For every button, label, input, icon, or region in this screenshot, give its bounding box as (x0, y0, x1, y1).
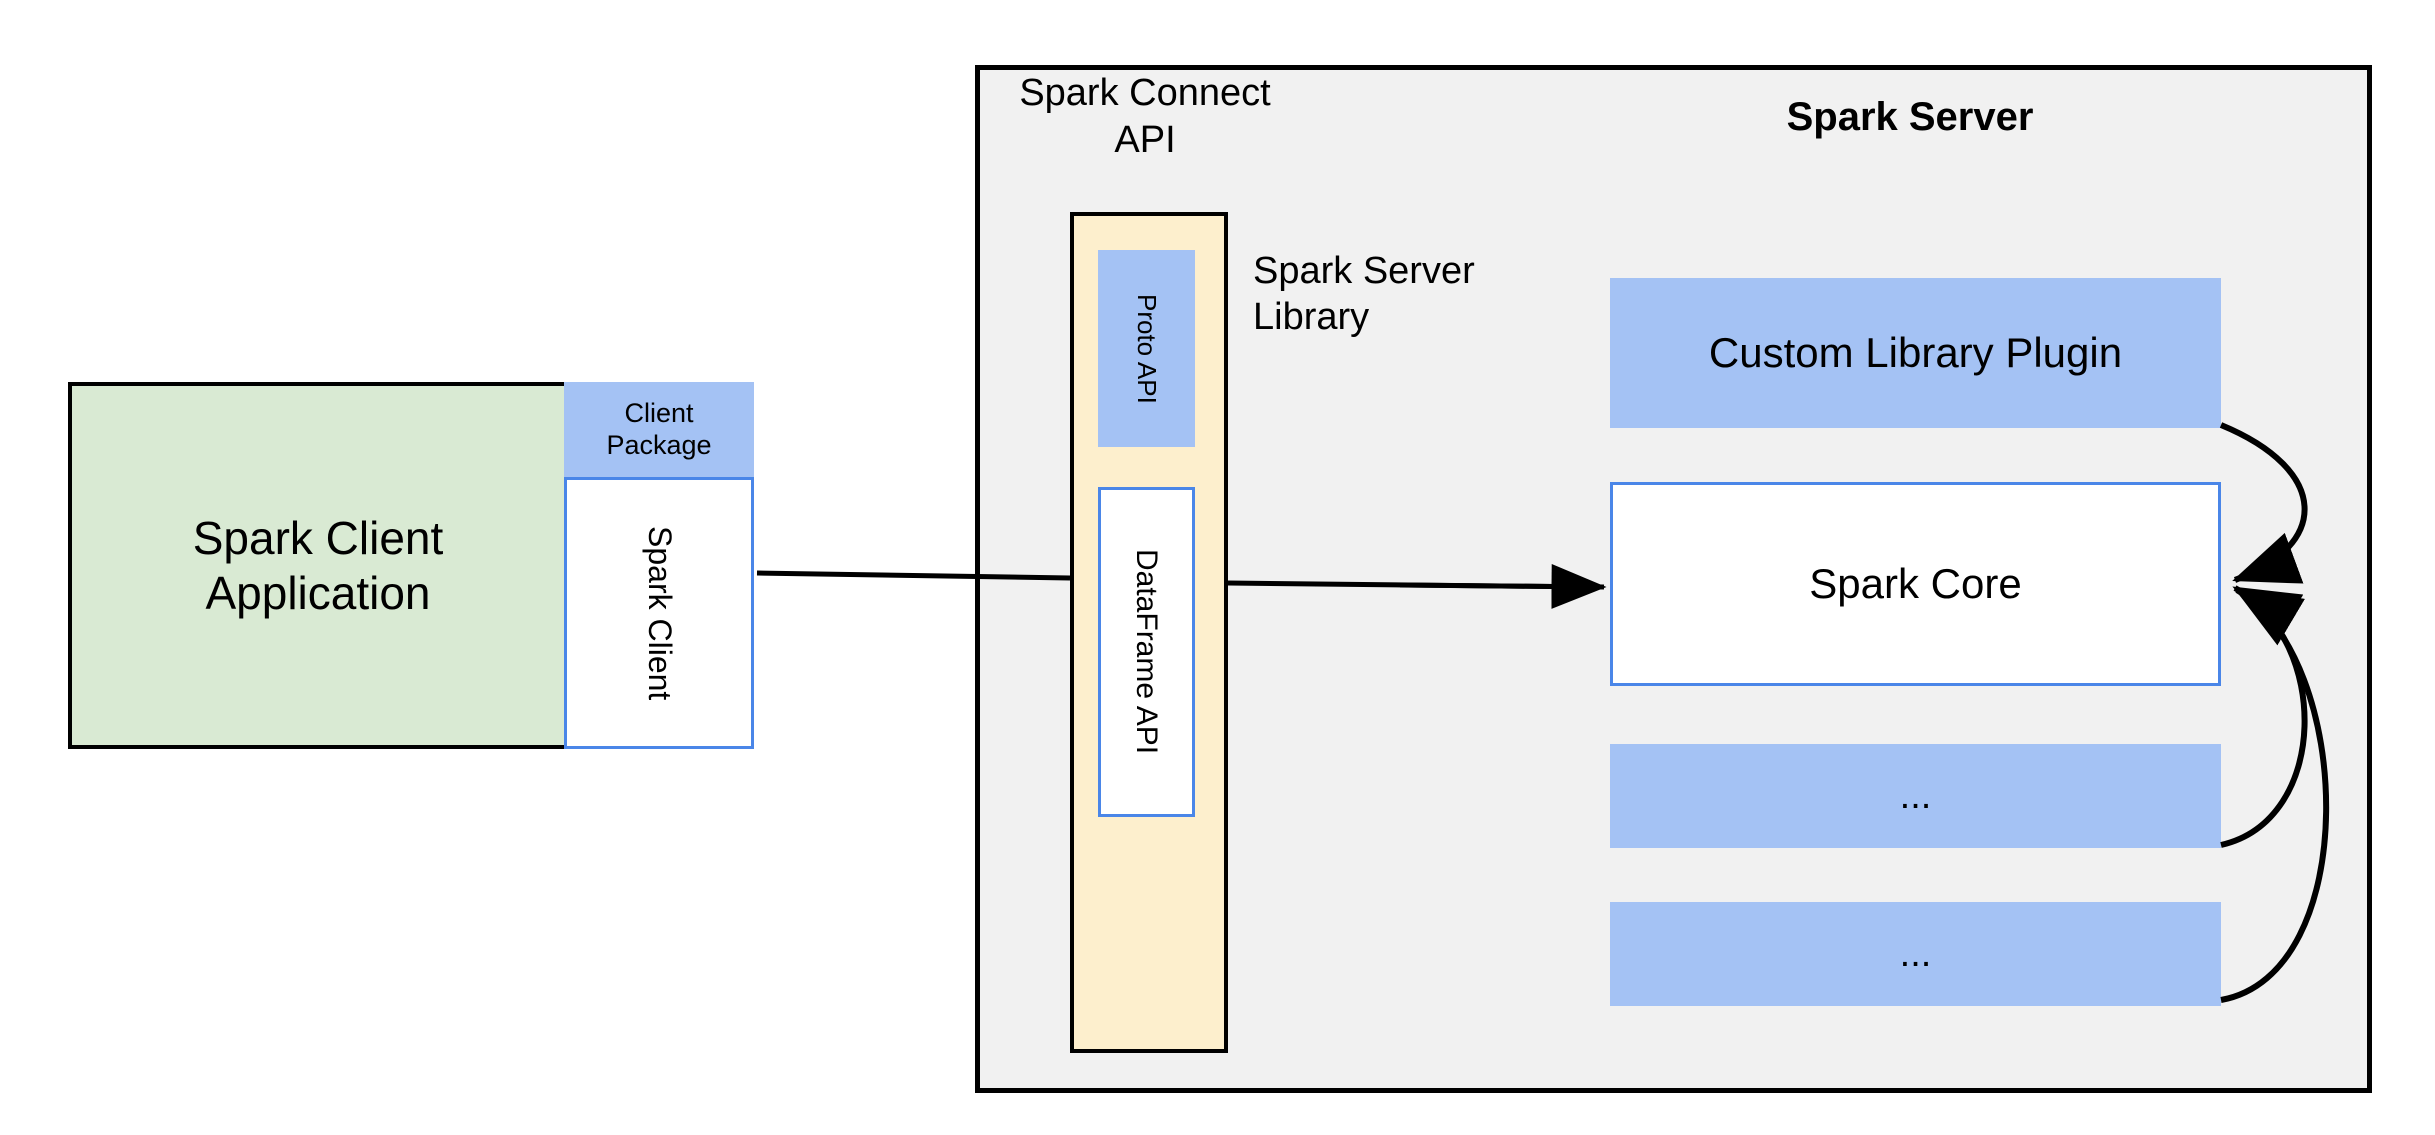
spark-core-box[interactable]: Spark Core (1610, 482, 2221, 686)
spark-client-box[interactable]: Spark Client (564, 477, 754, 749)
spark-server-library-label: Spark Server Library (1253, 248, 1553, 341)
custom-library-plugin-box[interactable]: Custom Library Plugin (1610, 278, 2221, 428)
ellipsis-box-1[interactable]: ... (1610, 744, 2221, 848)
client-package-line2: Package (606, 430, 712, 460)
dataframe-api-box[interactable]: DataFrame API (1098, 487, 1195, 817)
ellipsis-box-2-label: ... (1899, 932, 1932, 975)
ellipsis-box-1-label: ... (1899, 774, 1932, 817)
spark-connect-api-label-line2: API (1114, 119, 1176, 162)
spark-client-label: Spark Client (641, 525, 678, 701)
spark-client-application-box[interactable]: Spark Client Application (68, 382, 568, 749)
dataframe-api-label: DataFrame API (1130, 549, 1164, 755)
spark-core-label: Spark Core (1809, 560, 2022, 608)
spark-client-application-line2: Application (205, 566, 431, 619)
custom-library-plugin-label: Custom Library Plugin (1708, 329, 2123, 377)
spark-server-library-line2: Library (1253, 296, 1370, 339)
proto-api-box[interactable]: Proto API (1098, 250, 1195, 447)
client-package-line1: Client (624, 398, 694, 429)
spark-connect-api-label-line1: Spark Connect (1019, 72, 1271, 114)
proto-api-label: Proto API (1131, 293, 1162, 404)
spark-server-title: Spark Server (1786, 95, 2034, 139)
spark-server-library-line1: Spark Server (1253, 250, 1475, 292)
client-package-box[interactable]: Client Package (564, 382, 754, 478)
spark-client-application-line1: Spark Client (192, 512, 444, 565)
ellipsis-box-2[interactable]: ... (1610, 902, 2221, 1006)
spark-connect-api-label: Spark Connect API (1000, 70, 1290, 164)
